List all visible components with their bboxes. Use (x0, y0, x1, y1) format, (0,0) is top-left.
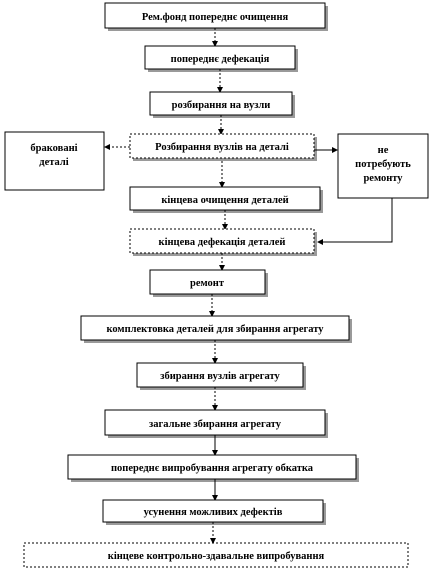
arrow (317, 198, 393, 245)
node-label: Розбирання вузлів на деталі (155, 142, 289, 153)
node-disassembly-into-units: розбирання на вузли (149, 91, 295, 118)
node-disassembly-of-units-into-parts: Розбирання вузлів на деталі (129, 133, 317, 161)
node-label: збирання вузлів агрегату (160, 371, 280, 382)
node-label: ремонт (190, 278, 225, 289)
node-assembly-of-units: збирання вузлів агрегату (136, 362, 306, 390)
node-label: потребують (355, 159, 411, 170)
node-parts-kitting-for-assembly: комплектовка деталей для збирання агрега… (80, 315, 352, 343)
node-preliminary-defectation: попереднє дефекація (144, 45, 298, 72)
node-no-repair-needed: не потребують ремонту (337, 133, 429, 199)
node-preliminary-testing-run-in: попереднє випробування агрегату обкатка (67, 454, 359, 482)
node-final-defectation-of-parts: кінцева дефекація деталей (129, 228, 317, 256)
node-rejected-parts: браковані деталі (4, 131, 105, 191)
node-label: браковані (30, 143, 77, 154)
node-label: попереднє дефекація (171, 54, 270, 65)
node-label: Рем.фонд попереднє очищення (142, 12, 289, 23)
node-label: кінцеве контрольно-здавальне випробуванн… (108, 551, 325, 562)
node-label: кінцева дефекація деталей (159, 237, 286, 248)
node-label: загальне збирання агрегату (149, 419, 282, 430)
node-label: не (378, 145, 389, 156)
node-label: кінцева очищення деталей (161, 195, 288, 206)
node-label: розбирання на вузли (172, 100, 271, 111)
node-label: комплектовка деталей для збирання агрега… (106, 324, 324, 335)
node-label: ремонту (363, 173, 403, 184)
node-general-assembly: загальне збирання агрегату (104, 409, 328, 438)
node-label: попереднє випробування агрегату обкатка (111, 463, 314, 474)
node-elimination-of-defects: усунення можливих дефектів (102, 499, 326, 525)
node-label: деталі (39, 157, 68, 168)
node-final-cleaning-of-parts: кінцева очищення деталей (129, 186, 323, 213)
node-final-acceptance-testing: кінцеве контрольно-здавальне випробуванн… (23, 542, 409, 568)
node-repair-fund-pre-cleaning: Рем.фонд попереднє очищення (104, 2, 328, 31)
node-repair: ремонт (149, 269, 268, 297)
node-label: усунення можливих дефектів (144, 507, 283, 518)
